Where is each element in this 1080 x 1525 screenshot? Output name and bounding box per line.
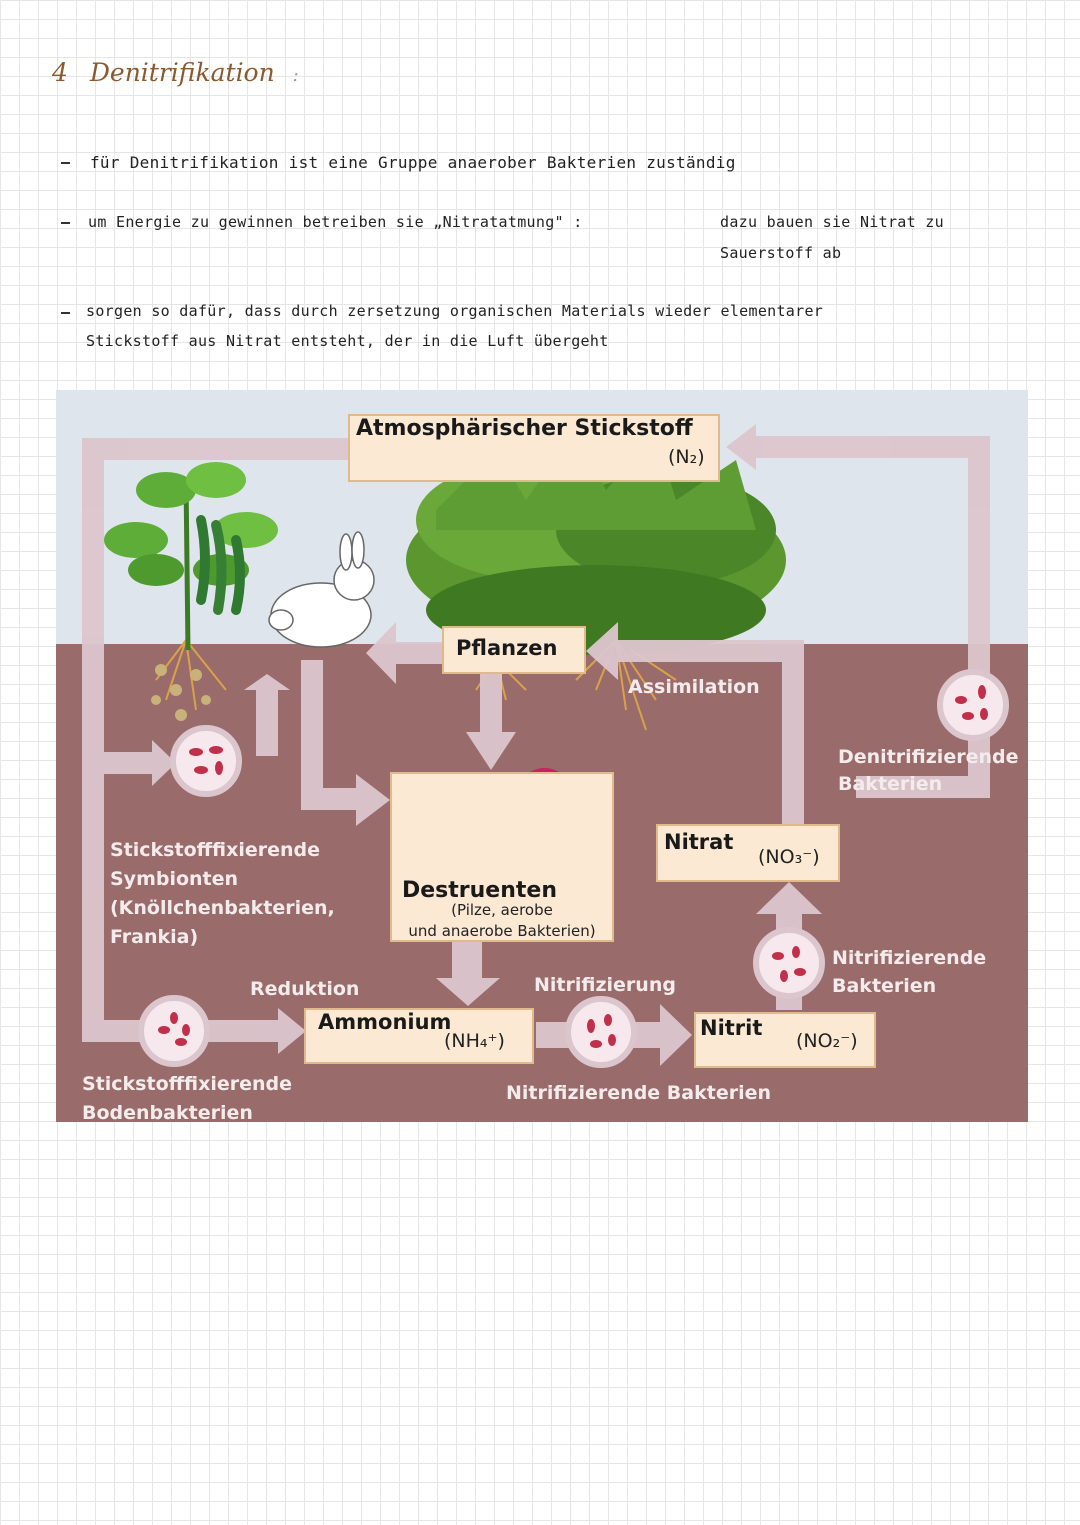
arrow-pflanzen-down	[480, 666, 502, 736]
heading-text: Denitrifikation	[89, 58, 275, 87]
bacteria-boden-icon	[138, 995, 210, 1067]
ammonium-formula: (NH₄⁺)	[444, 1030, 505, 1052]
bullet-3-line-1: sorgen so dafür, dass durch zersetzung o…	[86, 302, 824, 320]
nitrat-formula: (NO₃⁻)	[758, 846, 820, 868]
destruenten-box	[390, 772, 614, 942]
nitrifizierende-right-label: Nitrifizierende Bakterien	[832, 947, 987, 997]
arrow-left-top	[82, 438, 352, 460]
reduktion-label: Reduktion	[250, 978, 360, 1000]
nitrifizierende-bottom-label: Nitrifizierende Bakterien	[506, 1082, 772, 1104]
bullet-3-line-2: Stickstoff aus Nitrat entsteht, der in d…	[86, 332, 609, 350]
arrow-head-into-symbiont	[152, 740, 176, 786]
arrow-consumer-down	[301, 660, 323, 800]
arrow-head-into-ammonium	[278, 1008, 306, 1054]
nitrit-formula: (NO₂⁻)	[796, 1030, 858, 1052]
bacteria-nitrifizierung-icon	[565, 996, 637, 1068]
bullet-dash-2	[61, 222, 70, 224]
arrow-head-to-nitrit	[660, 1004, 692, 1066]
nitrat-box	[656, 824, 840, 882]
bullet-1-line-1: für Denitrifikation ist eine Gruppe anae…	[90, 153, 736, 172]
arrow-head-to-nitrat	[756, 882, 822, 914]
arrow-head-pflanzen-down	[466, 732, 516, 770]
arrow-head-to-rabbit	[366, 622, 396, 684]
nitrit-box	[694, 1012, 876, 1068]
arrow-left-vertical	[82, 438, 104, 1038]
arrow-head-symbiont-up	[244, 674, 290, 690]
bullet-dash-1	[61, 162, 70, 164]
destruenten-sub: (Pilze, aerobe und anaerobe Bakterien)	[408, 901, 596, 940]
arrow-assimilation-vertical	[782, 640, 804, 826]
arrow-head-destruenten-down	[436, 978, 500, 1006]
bean-plant-illustration	[104, 462, 278, 721]
assimilation-label: Assimilation	[628, 676, 760, 698]
nitrat-label: Nitrat	[664, 830, 734, 854]
page-title: 4 Denitrifikation :	[52, 58, 299, 87]
bacteria-symbiont-icon	[170, 725, 242, 797]
atmo-formula: (N₂)	[668, 446, 705, 468]
nitrit-label: Nitrit	[700, 1016, 763, 1040]
denitri-label: Denitrifizierende Bakterien	[838, 746, 1019, 795]
atmo-box	[348, 414, 720, 482]
pflanzen-label: Pflanzen	[456, 636, 558, 660]
arrow-head-to-destruenten	[356, 774, 390, 826]
rabbit-illustration	[268, 531, 375, 648]
arrow-symbiont-up	[256, 686, 278, 756]
arrow-consumer-right	[301, 788, 361, 810]
arrow-denitri-bottom	[856, 776, 990, 798]
symbionten-label: Stickstofffixierende Symbionten (Knöllch…	[110, 839, 335, 948]
boden-label: Stickstofffixierende Bodenbakterien	[82, 1073, 293, 1122]
heading-colon: :	[292, 65, 299, 86]
nitrifizierung-label: Nitrifizierung	[534, 974, 676, 996]
arrow-pflanzen-left	[396, 642, 456, 664]
nitrogen-cycle-diagram: Atmosphärischer Stickstoff (N₂) Pflanzen…	[56, 390, 1028, 1122]
arrow-destruenten-down	[452, 940, 482, 980]
atmo-title: Atmosphärischer Stickstoff	[356, 416, 693, 441]
bacteria-nitrit-nitrat-icon	[753, 927, 825, 999]
ammonium-label: Ammonium	[318, 1010, 452, 1034]
arrow-head-into-atmo	[726, 424, 756, 470]
arrow-assimilation-horizontal	[616, 640, 804, 662]
bullet-2-line-1b: dazu bauen sie Nitrat zu	[720, 213, 944, 231]
heading-number: 4	[52, 58, 68, 87]
arrow-top-horizontal	[756, 436, 990, 458]
ammonium-box	[304, 1008, 534, 1064]
destruenten-label: Destruenten	[402, 878, 557, 903]
bullet-2-line-1a: um Energie zu gewinnen betreiben sie „Ni…	[88, 213, 583, 231]
pflanzen-box	[442, 626, 586, 674]
bullet-2-line-2: Sauerstoff ab	[720, 244, 842, 262]
arrow-head-assimilation	[586, 622, 618, 680]
arrow-left-mid	[104, 752, 156, 774]
bacteria-denitri-icon	[937, 669, 1009, 741]
bullet-dash-3	[61, 312, 70, 314]
